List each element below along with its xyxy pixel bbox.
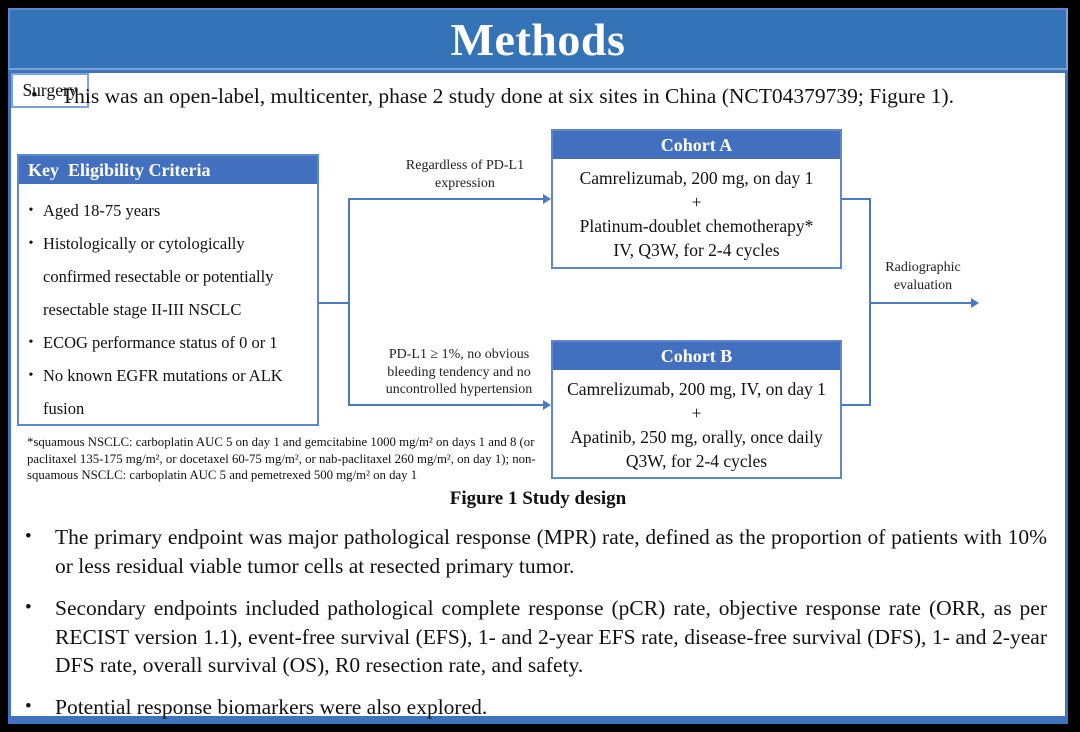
- figure-caption: Figure 1 Study design: [449, 488, 627, 509]
- content-area: • This was an open-label, multicenter, p…: [8, 70, 1068, 724]
- secondary-endpoint-text: Secondary endpoints included pathologica…: [55, 596, 1047, 677]
- title-bar: Methods: [8, 8, 1068, 70]
- page-title: Methods: [450, 13, 626, 65]
- branch-label-bottom: PD-L1 ≥ 1%, no obvious bleeding tendency…: [385, 347, 533, 397]
- plus-sign: +: [691, 192, 702, 212]
- connector-line: [842, 198, 871, 200]
- evaluation-label: Radiographic evaluation: [885, 260, 961, 293]
- eligibility-item: •ECOG performance status of 0 or 1: [19, 326, 313, 359]
- eligibility-item: •Aged 18-75 years: [19, 194, 313, 227]
- endpoint-bullet: • Potential response biomarkers were als…: [25, 693, 1047, 722]
- eligibility-box: Key Eligibility Criteria •Aged 18-75 yea…: [17, 154, 319, 426]
- surgery-label: Surgery: [22, 80, 78, 100]
- cohort-a-box: Cohort A Camrelizumab, 200 mg, on day 1 …: [551, 129, 842, 269]
- bullet-marker: •: [28, 203, 34, 218]
- cohort-b-line: Q3W, for 2-4 cycles: [625, 451, 768, 471]
- arrowhead-icon: [543, 194, 551, 204]
- bullet-marker: •: [28, 368, 34, 383]
- surgery-box: Surgery: [11, 73, 89, 108]
- bullet-marker: •: [28, 236, 34, 251]
- arrowhead-icon: [971, 298, 979, 308]
- connector-line: [348, 198, 350, 406]
- endpoint-bullet: • Secondary endpoints included pathologi…: [25, 594, 1047, 680]
- cohort-a-line: Platinum-doublet chemotherapy*: [579, 216, 814, 236]
- primary-endpoint-text: The primary endpoint was major pathologi…: [55, 525, 1047, 578]
- cohort-b-line: Apatinib, 250 mg, orally, once daily: [570, 427, 823, 447]
- connector-line: [318, 302, 349, 304]
- biomarkers-text: Potential response biomarkers were also …: [55, 695, 488, 719]
- bullet-marker: •: [25, 526, 32, 547]
- cohort-a-header: Cohort A: [553, 131, 840, 159]
- cohort-b-header: Cohort B: [553, 342, 840, 370]
- cohort-b-line: Camrelizumab, 200 mg, IV, on day 1: [567, 379, 826, 399]
- connector-line: [869, 302, 971, 304]
- connector-line: [348, 198, 543, 200]
- connector-line: [842, 404, 871, 406]
- eligibility-header: Key Eligibility Criteria: [19, 156, 317, 184]
- eligibility-list: •Aged 18-75 years •Histologically or cyt…: [19, 194, 313, 425]
- cohort-a-line: Camrelizumab, 200 mg, on day 1: [579, 168, 814, 188]
- eligibility-item: •No known EGFR mutations or ALK fusion: [19, 359, 313, 425]
- cohort-b-box: Cohort B Camrelizumab, 200 mg, IV, on da…: [551, 340, 842, 479]
- eligibility-item: •Histologically or cytologically confirm…: [19, 227, 313, 326]
- bullet-marker: •: [25, 597, 32, 618]
- arrowhead-icon: [543, 400, 551, 410]
- plus-sign: +: [691, 403, 702, 423]
- cohort-a-line: IV, Q3W, for 2-4 cycles: [613, 240, 780, 260]
- connector-line: [348, 404, 543, 406]
- bullet-marker: •: [25, 696, 32, 717]
- endpoint-bullet: • The primary endpoint was major patholo…: [25, 523, 1047, 580]
- bullet-marker: •: [28, 335, 34, 350]
- chemo-footnote: *squamous NSCLC: carboplatin AUC 5 on da…: [27, 435, 536, 482]
- branch-label-top: Regardless of PD-L1 expression: [405, 158, 525, 191]
- intro-bullet: • This was an open-label, multicenter, p…: [31, 82, 1051, 111]
- bullet-marker: •: [31, 85, 38, 106]
- intro-bullet-text: This was an open-label, multicenter, pha…: [61, 84, 955, 108]
